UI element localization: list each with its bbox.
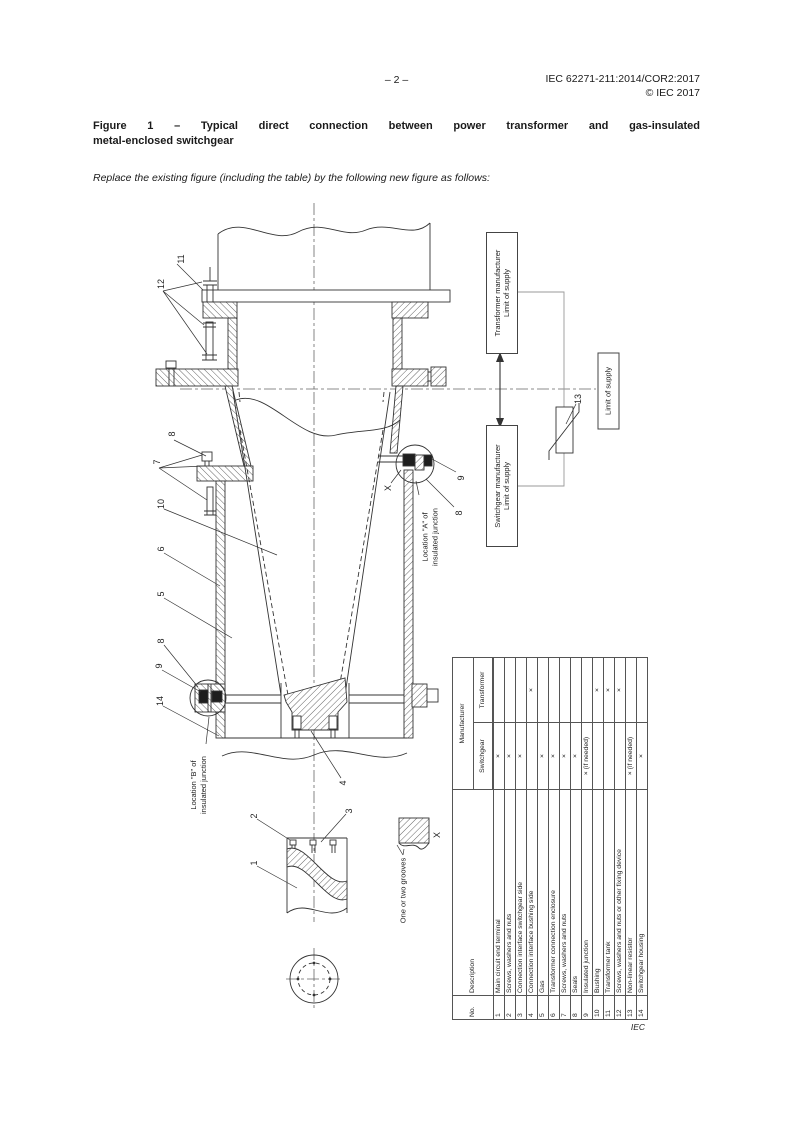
callout-3: 3	[344, 808, 354, 814]
callout-5: 5	[156, 591, 166, 597]
callout-X: X	[432, 831, 442, 839]
callout-1: 1	[249, 860, 259, 866]
grooves-label: One or two grooves	[398, 857, 408, 924]
callout-10: 10	[156, 498, 166, 510]
callout-13: 13	[573, 393, 583, 405]
callout-9: 9	[456, 475, 466, 481]
location-a-label: Location "A" of insulated junction	[420, 508, 440, 566]
transformer-limit-box: Transformer manufacturer Limit of supply	[486, 232, 518, 354]
callout-6: 6	[156, 546, 166, 552]
limit-bracket	[517, 291, 565, 487]
callout-8: 8	[156, 638, 166, 644]
parts-table: No. Description Manufacturer Switchgear …	[452, 657, 648, 1020]
location-b-label: Location "B" of insulated junction	[189, 756, 208, 814]
end-view-circle	[289, 954, 339, 1004]
callout-14: 14	[155, 695, 165, 707]
tank-break-line	[217, 222, 431, 237]
switchgear-limit-box: Switchgear manufacturer Limit of supply	[486, 425, 518, 547]
callout-12: 12	[156, 278, 166, 290]
tank-plate	[201, 289, 451, 303]
callout-X: X	[383, 484, 393, 492]
callout-8: 8	[454, 510, 464, 516]
page-number: – 2 –	[384, 74, 409, 86]
detail-circle-b	[189, 679, 227, 717]
callout-11: 11	[176, 254, 186, 264]
parts-table-wrapper: No. Description Manufacturer Switchgear …	[452, 657, 648, 1020]
col-header-transformer: Transformer	[473, 657, 493, 723]
non-linear-resistor-symbol	[555, 406, 574, 454]
callout-2: 2	[249, 813, 259, 819]
leader-lines	[158, 263, 577, 889]
col-header-manufacturer: Manufacturer	[452, 657, 474, 790]
interface-limit-box: Limit of supply	[597, 352, 620, 430]
page-header: – 2 – IEC 62271-211:2014/COR2:2017 © IEC…	[93, 72, 700, 106]
callout-9: 9	[154, 663, 164, 669]
col-header-description: Description	[452, 789, 493, 996]
edit-instruction: Replace the existing figure (including t…	[93, 172, 490, 184]
col-header-switchgear: Switchgear	[473, 722, 493, 790]
copyright-line: © IEC 2017	[645, 87, 700, 99]
detail-circle-a	[395, 444, 435, 484]
document-reference: IEC 62271-211:2014/COR2:2017 © IEC 2017	[546, 72, 701, 100]
centerline	[180, 203, 596, 1011]
doc-ref-line: IEC 62271-211:2014/COR2:2017	[545, 73, 701, 85]
figure-title-line1: Figure 1 – Typical direct connection bet…	[93, 120, 700, 132]
callout-8: 8	[167, 431, 177, 437]
callout-7: 7	[152, 459, 162, 465]
figure-title-line2: metal-enclosed switchgear	[93, 135, 234, 147]
callout-4: 4	[338, 780, 348, 786]
col-header-no: No.	[452, 995, 493, 1020]
iec-mark: IEC	[630, 1022, 645, 1032]
tank-walls	[217, 223, 431, 290]
figure-title: Figure 1 – Typical direct connection bet…	[93, 119, 700, 149]
grooves-detail	[398, 817, 430, 844]
